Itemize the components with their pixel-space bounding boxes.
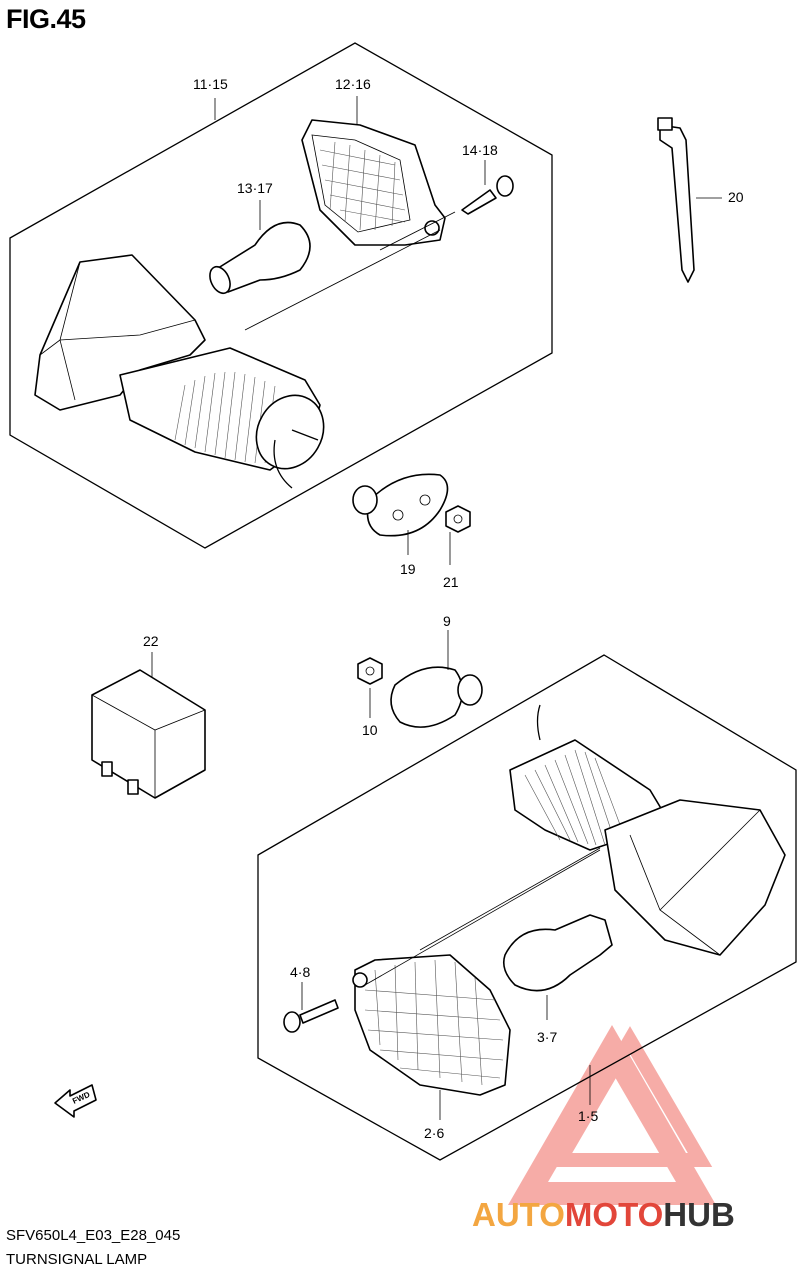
upper-lamp-housing	[34, 254, 325, 489]
nut-10	[357, 657, 383, 718]
fwd-arrow-icon: FWD	[54, 1084, 97, 1118]
model-code: SFV650L4_E03_E28_045	[6, 1227, 181, 1244]
upper-screw	[461, 175, 514, 215]
callout-4-8: 4·8	[290, 964, 310, 980]
callout-22: 22	[143, 633, 159, 649]
watermark-text: AUTOMOTOHUB	[472, 1196, 735, 1233]
lower-assembly-frame	[257, 654, 797, 1161]
callout-19: 19	[400, 561, 416, 577]
rubber-mount-19	[352, 473, 449, 555]
upper-lens	[301, 119, 446, 246]
watermark-part-moto: MOTO	[565, 1196, 663, 1233]
upper-bulb	[209, 221, 311, 295]
callout-9: 9	[443, 613, 451, 629]
callout-10: 10	[362, 722, 378, 738]
lower-lamp-housing	[509, 704, 786, 956]
callout-13-17: 13·17	[237, 180, 273, 196]
section-name: TURNSIGNAL LAMP	[6, 1251, 148, 1268]
rubber-mount-9	[390, 630, 483, 728]
callout-21: 21	[443, 574, 459, 590]
callout-12-16: 12·16	[335, 76, 371, 92]
watermark-logo-icon	[508, 1025, 716, 1205]
callout-1-5: 1·5	[578, 1108, 598, 1124]
callout-14-18: 14·18	[462, 142, 498, 158]
callout-11-15: 11·15	[193, 76, 228, 92]
cable-tie	[657, 117, 722, 283]
nut-21	[445, 505, 471, 565]
lower-bulb	[502, 914, 613, 1020]
lower-leader-lines	[364, 847, 601, 1105]
callout-20: 20	[728, 189, 744, 205]
lower-screw	[283, 982, 339, 1033]
watermark-part-hub: HUB	[663, 1196, 735, 1233]
callout-3-7: 3·7	[537, 1029, 557, 1045]
flasher-relay	[91, 652, 206, 799]
callout-2-6: 2·6	[424, 1125, 444, 1141]
figure-title: FIG.45	[6, 4, 86, 34]
upper-leader-lines	[214, 96, 486, 331]
lower-lens	[352, 954, 511, 1120]
watermark-part-auto: AUTO	[472, 1196, 565, 1233]
upper-assembly-frame	[9, 42, 553, 549]
